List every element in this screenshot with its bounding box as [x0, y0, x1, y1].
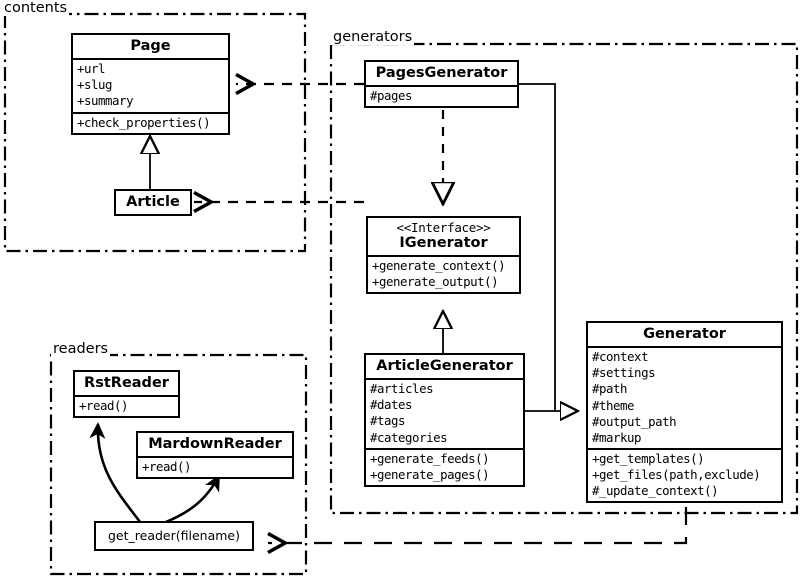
attribute: #articles — [370, 381, 434, 397]
class-attributes-pagesgenerator: #pages — [366, 85, 517, 106]
attribute: #context — [592, 349, 649, 365]
class-methods-mardownreader: +read() — [138, 456, 292, 477]
class-stereotype-igenerator: <<Interface>> — [396, 220, 491, 235]
package-label-generators: generators — [331, 29, 415, 45]
package-frame-contents — [3, 12, 307, 253]
class-name-generator: Generator — [643, 326, 726, 342]
method: +generate_context() — [372, 258, 506, 274]
class-name-pagesgenerator: PagesGenerator — [375, 65, 508, 81]
class-methods-generator: +get_templates() +get_files(path,exclude… — [588, 447, 781, 501]
class-name-article: Article — [126, 194, 180, 210]
function-name-get-reader: get_reader(filename) — [108, 528, 240, 543]
attribute: #dates — [370, 397, 413, 413]
method: +get_files(path,exclude) — [592, 467, 761, 483]
method: +generate_feeds() — [370, 450, 490, 466]
class-box-rstreader[interactable]: RstReader +read() — [73, 370, 180, 419]
class-attributes-generator: #context #settings #path #theme #output_… — [588, 346, 781, 448]
method: +read() — [142, 459, 192, 475]
class-title-igenerator: IGenerator — [399, 235, 488, 251]
attribute: #output_path — [592, 413, 677, 429]
class-box-pagesgenerator[interactable]: PagesGenerator #pages — [364, 60, 519, 109]
attribute: #pages — [370, 88, 413, 104]
edge-getreader-to-mardownreader — [165, 474, 221, 524]
class-attributes-page: +url +slug +summary — [73, 58, 228, 111]
attribute: #path — [592, 381, 628, 397]
attribute: +url — [77, 61, 106, 77]
attribute: #settings — [592, 365, 656, 381]
class-methods-rstreader: +read() — [75, 395, 178, 416]
class-box-articlegenerator[interactable]: ArticleGenerator #articles #dates #tags … — [364, 353, 525, 487]
class-box-mardownreader[interactable]: MardownReader +read() — [136, 431, 294, 480]
edge-pagesgenerator-to-generator — [519, 83, 578, 411]
method: +get_templates() — [592, 450, 705, 466]
class-methods-articlegenerator: +generate_feeds() +generate_pages() — [366, 447, 523, 485]
edge-getreader-to-rstreader — [89, 422, 142, 523]
attribute: #theme — [592, 397, 635, 413]
class-box-generator[interactable]: Generator #context #settings #path #them… — [586, 321, 783, 504]
class-attributes-articlegenerator: #articles #dates #tags #categories — [366, 378, 523, 448]
method: +read() — [79, 398, 129, 414]
class-box-igenerator[interactable]: <<Interface>> IGenerator +generate_conte… — [366, 216, 521, 295]
attribute: +summary — [77, 93, 134, 109]
method: +check_properties() — [77, 114, 211, 130]
package-label-readers: readers — [51, 341, 111, 357]
class-name-igenerator: <<Interface>> IGenerator — [368, 218, 519, 255]
package-frame-readers — [49, 353, 308, 576]
attribute: #markup — [592, 429, 642, 445]
class-methods-page: +check_properties() — [73, 111, 228, 133]
class-name-page: Page — [130, 38, 171, 54]
attribute: #tags — [370, 413, 406, 429]
class-box-page[interactable]: Page +url +slug +summary +check_properti… — [71, 33, 230, 135]
method: +generate_output() — [372, 274, 499, 290]
attribute: #categories — [370, 429, 448, 445]
class-name-rstreader: RstReader — [84, 375, 169, 391]
class-name-mardownreader: MardownReader — [148, 436, 282, 452]
class-methods-igenerator: +generate_context() +generate_output() — [368, 255, 519, 292]
class-name-articlegenerator: ArticleGenerator — [376, 358, 513, 374]
attribute: +slug — [77, 77, 113, 93]
function-box-get-reader[interactable]: get_reader(filename) — [94, 521, 254, 551]
method: #_update_context() — [592, 483, 719, 499]
method: +generate_pages() — [370, 466, 490, 482]
package-frame-generators — [329, 42, 799, 515]
edge-generator-to-getreader — [268, 507, 688, 543]
package-label-contents: contents — [2, 0, 70, 16]
class-box-article[interactable]: Article — [114, 189, 192, 217]
